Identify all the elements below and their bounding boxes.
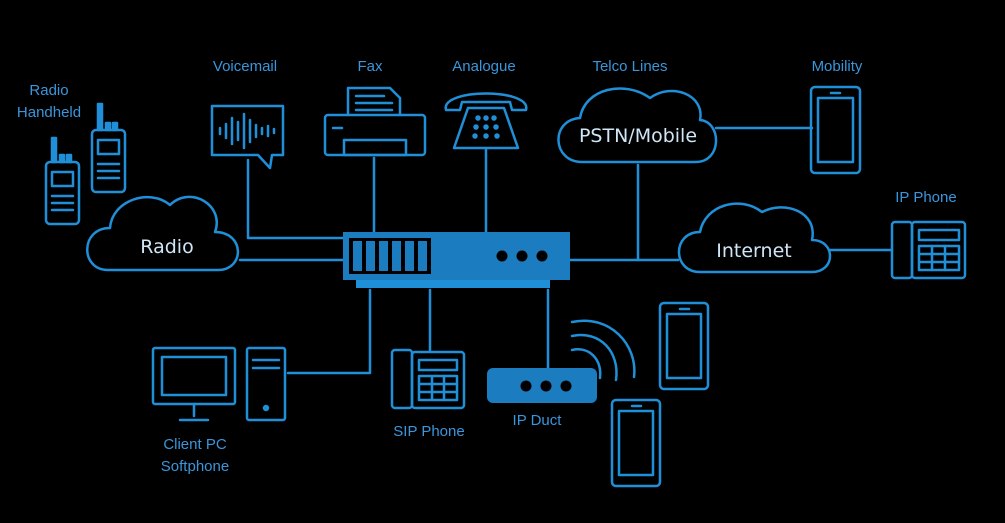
ip-phone-label: IP Phone: [895, 189, 957, 206]
client-pc-label-line2: Softphone: [160, 458, 230, 475]
fax-label: Fax: [357, 58, 383, 75]
mobile-phone-icon: [610, 398, 662, 488]
voicemail-label: Voicemail: [212, 58, 278, 75]
ip-pbx-icon: [343, 232, 570, 280]
internet-cloud-label: Internet: [716, 240, 792, 262]
ip-phone-icon: [890, 220, 967, 280]
pstn-cloud: [557, 87, 718, 164]
radio-cloud-label: Radio: [140, 236, 194, 258]
voicemail-icon: [210, 104, 285, 170]
client-pc-label-line1: Client PC: [163, 436, 227, 453]
wireless-signal-icon: [570, 319, 636, 382]
pbx-base-plate: [356, 280, 550, 288]
radio-handheld-label-line1: Radio: [29, 82, 69, 99]
sip-phone-label: SIP Phone: [393, 423, 465, 440]
mobility-label: Mobility: [811, 58, 863, 75]
analogue-phone-icon: [444, 92, 528, 150]
connection-lines: [238, 126, 894, 375]
pstn-cloud-label: PSTN/Mobile: [578, 125, 698, 147]
ip-duct-icon: [487, 368, 597, 403]
client-pc-icon: [151, 346, 287, 422]
mobility-phone-icon: [809, 85, 862, 175]
client-pc-label: Client PC Softphone: [140, 434, 250, 478]
sip-phone-icon: [390, 348, 466, 410]
analogue-label: Analogue: [452, 58, 516, 75]
ip-duct-label: IP Duct: [512, 412, 562, 429]
radio-handheld-icon: [44, 102, 127, 226]
telco-lines-label: Telco Lines: [592, 58, 668, 75]
mobile-phone-icon: [658, 301, 710, 391]
internet-cloud: [677, 202, 832, 274]
radio-handheld-label: Radio Handheld: [6, 80, 92, 124]
radio-cloud: [86, 195, 240, 272]
fax-icon: [323, 86, 427, 157]
radio-handheld-label-line2: Handheld: [16, 104, 82, 121]
